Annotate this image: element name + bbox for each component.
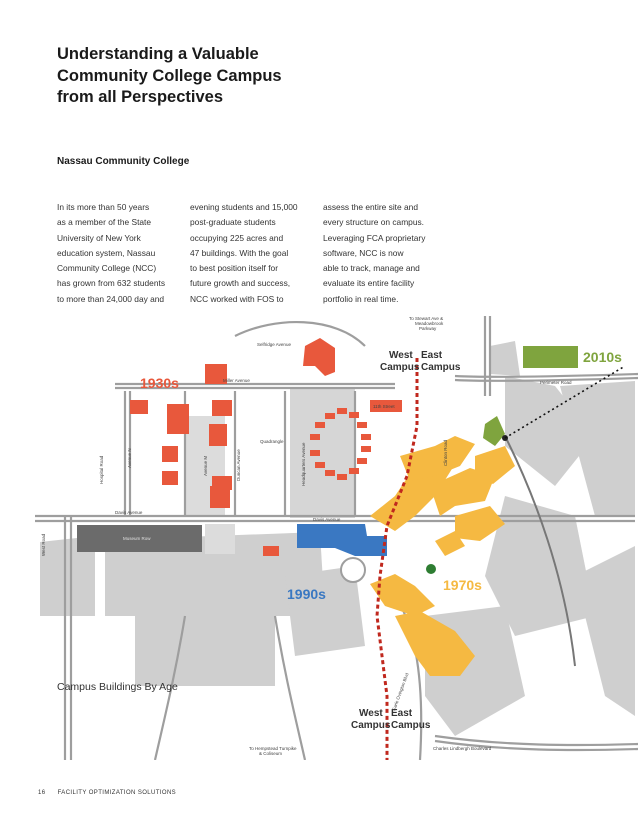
street-label: Avenue M — [203, 456, 208, 476]
title-line: Community College Campus — [57, 66, 282, 85]
text-line: education system, Nassau — [57, 247, 156, 258]
parking-lot — [485, 496, 595, 636]
section-subtitle: Nassau Community College — [57, 156, 190, 167]
building-2010s — [483, 416, 505, 446]
street-label: Headquarters Avenue — [301, 442, 306, 486]
text-line: 47 buildings. With the goal — [190, 247, 289, 258]
body-column-1: In its more than 50 years as a member of… — [57, 200, 165, 307]
label-1990s: 1990s — [287, 586, 326, 602]
parking-lot — [285, 566, 365, 656]
street-label: Hospital Road — [99, 455, 104, 484]
rail-line — [504, 435, 576, 667]
campus-divider-line — [375, 358, 419, 760]
buildings-1970s — [370, 436, 515, 676]
parking-lot — [575, 546, 635, 716]
text-line: to more than 24,000 day and — [57, 293, 165, 304]
street-label: Earle Ovington Blvd — [391, 672, 409, 712]
svg-text:& Coliseum: & Coliseum — [259, 751, 282, 756]
text-line: as a member of the State — [57, 217, 152, 228]
west-campus-label: West — [389, 350, 413, 361]
text-line: evening students and 15,000 — [190, 202, 298, 212]
buildings-1930s — [130, 338, 402, 556]
street-label: Museum Row — [123, 536, 151, 541]
text-line: to best position itself for — [190, 263, 278, 274]
parking-lot — [490, 341, 520, 376]
svg-text:Campus: Campus — [421, 362, 461, 373]
museum-row-building — [77, 525, 202, 552]
text-line: occupying 225 acres and — [190, 232, 284, 243]
charles-lindbergh-blvd — [434, 734, 638, 747]
text-line: University of New York — [57, 232, 141, 243]
parking-lot — [40, 536, 95, 616]
east-campus-label: East — [421, 350, 443, 361]
street-label: West Road — [41, 533, 46, 556]
text-line: portfolio in real time. — [323, 293, 399, 304]
parking-lot — [560, 381, 635, 516]
text-line: NCC worked with FOS to — [190, 293, 284, 304]
label-2010s: 2010s — [583, 349, 622, 365]
svg-text:Campus: Campus — [351, 720, 391, 731]
selfridge-avenue-road — [234, 320, 366, 347]
quadrangle-field — [290, 388, 355, 518]
street-label: Charles Lindbergh Boulevard — [433, 746, 492, 751]
street-label: Avenue N — [127, 448, 132, 468]
street-label: To Hempstead Turnpike — [249, 746, 297, 751]
street-label: Clinton Road — [443, 439, 448, 466]
building-2010s — [523, 346, 578, 368]
street-label: Davis Avenue — [313, 517, 341, 522]
parking-lot — [135, 616, 275, 686]
text-line: evaluate its entire facility — [323, 278, 415, 289]
text-line: assess the entire site and — [323, 202, 418, 212]
street-label: Davis Avenue — [115, 510, 143, 515]
svg-text:Campus: Campus — [391, 720, 431, 731]
label-1970s: 1970s — [443, 577, 482, 593]
title-line: Understanding a Valuable — [57, 45, 259, 63]
street-label: Duncan Avenue — [236, 449, 241, 481]
text-line: Leveraging FCA proprietary — [323, 232, 426, 243]
west-campus-label: West — [359, 708, 383, 719]
street-label: Quadrangle — [260, 439, 284, 444]
svg-text:Meadowbrook: Meadowbrook — [415, 321, 444, 326]
body-column-2: evening students and 15,000 post-graduat… — [190, 200, 298, 307]
station-icon — [426, 564, 436, 574]
parking-lot — [505, 376, 595, 486]
text-line: able to track, manage and — [323, 263, 420, 274]
perimeter-road — [454, 372, 638, 378]
street-label: Miller Avenue — [223, 378, 250, 383]
svg-text:Parkway: Parkway — [419, 326, 437, 331]
text-line: Community College (NCC) — [57, 263, 157, 274]
campus-map: 1930s 1970s 1990s 2010s West Campus East… — [35, 316, 638, 760]
page-number: 16 — [38, 790, 46, 796]
street-label: Perimeter Road — [540, 380, 572, 385]
text-line: every structure on campus. — [323, 217, 425, 228]
text-line: post-graduate students — [190, 217, 276, 228]
title-line: from all Perspectives — [57, 88, 223, 106]
footer-text: FACILITY OPTIMIZATION SOLUTIONS — [57, 790, 177, 796]
text-line: future growth and success, — [190, 278, 291, 289]
svg-text:Campus: Campus — [380, 362, 420, 373]
body-column-3: assess the entire site and every structu… — [323, 200, 425, 307]
label-1930s: 1930s — [140, 375, 179, 391]
east-campus-label: East — [391, 708, 413, 719]
street-label: To Stewart Ave & — [409, 316, 443, 321]
map-caption: Campus Buildings By Age — [57, 681, 178, 693]
building-1990s — [297, 524, 387, 556]
page-footer: 16 FACILITY OPTIMIZATION SOLUTIONS — [38, 790, 176, 796]
text-line: has grown from 632 students — [57, 278, 166, 289]
street-label: 11th Street — [373, 404, 395, 409]
text-line: In its more than 50 years — [57, 202, 150, 212]
page-title: Understanding a Valuable Community Colle… — [57, 44, 357, 109]
text-line: software, NCC is now — [323, 247, 404, 258]
leader-line — [504, 365, 626, 439]
roundabout — [340, 557, 366, 583]
street-label: Selfridge Avenue — [257, 342, 291, 347]
